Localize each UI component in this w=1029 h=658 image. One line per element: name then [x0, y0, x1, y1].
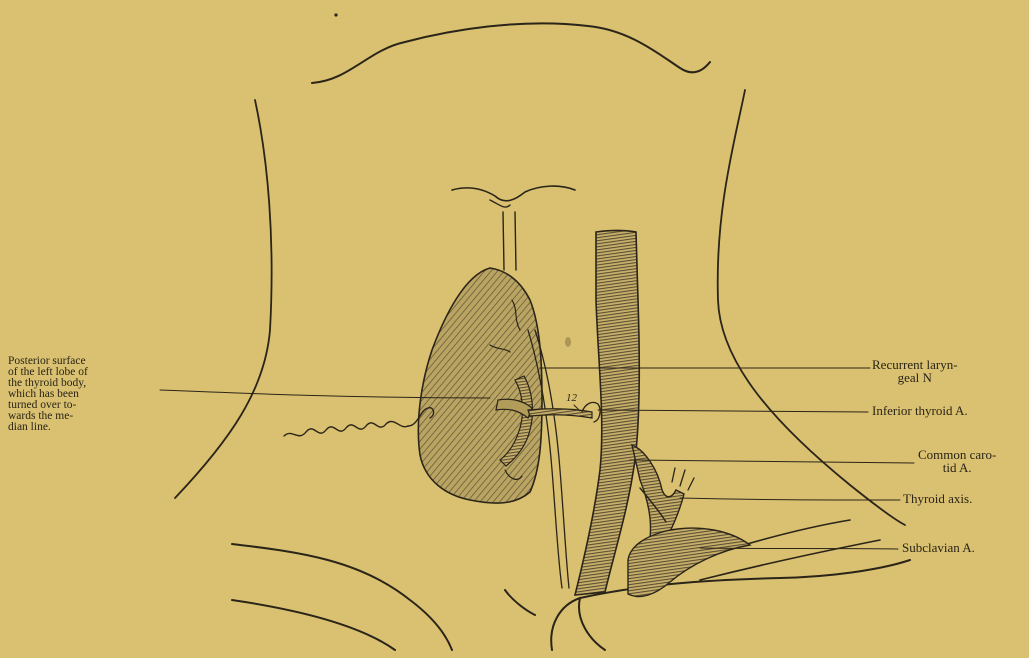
thyroid-axis — [632, 445, 684, 540]
label-subclavian: Subclavian A. — [902, 541, 975, 554]
left-clavicle — [232, 544, 452, 650]
ink-smudge — [565, 337, 571, 347]
label-inferior-thyroid: Inferior thyroid A. — [872, 404, 968, 417]
label-line: dian line. — [8, 422, 166, 433]
label-common-carotid: Common caro- tid A. — [918, 448, 996, 474]
left-clavicle-lower — [232, 600, 395, 650]
trachea-outline — [503, 212, 516, 270]
label-posterior-surface: Posterior surface of the left lobe of th… — [8, 356, 166, 433]
chin-outline — [312, 23, 710, 83]
marker-number: 12 — [566, 393, 577, 404]
neck-left-outline — [175, 100, 272, 498]
ligature-thread — [284, 421, 408, 436]
label-line: geal N — [872, 371, 958, 384]
label-thyroid-axis: Thyroid axis. — [903, 492, 972, 505]
label-recurrent-laryngeal: Recurrent laryn- geal N — [872, 358, 958, 384]
hyoid-outline — [452, 186, 575, 201]
thyroid-axis-branches — [672, 468, 694, 490]
label-line: tid A. — [918, 461, 996, 474]
subclavian-artery — [628, 528, 750, 596]
leader-common-carotid — [630, 460, 914, 463]
neck-right-outline — [718, 90, 905, 525]
sternal-notch-left — [505, 590, 535, 615]
ink-dot — [334, 13, 337, 16]
right-clavicle-end — [579, 598, 605, 650]
